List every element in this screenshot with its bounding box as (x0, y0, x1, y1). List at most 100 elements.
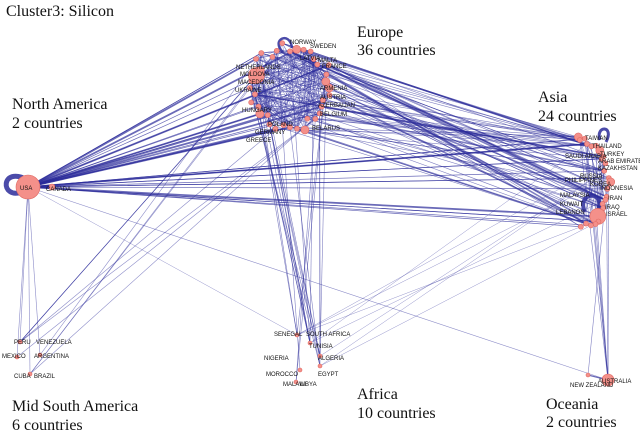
country-label: BRAZIL (34, 374, 56, 380)
country-node (300, 46, 307, 53)
network-edge (27, 186, 581, 228)
country-label: AZERBAIJAN (318, 103, 355, 109)
network-edge (27, 105, 322, 188)
country-node (14, 354, 20, 360)
network-edge (267, 74, 327, 116)
country-node (582, 135, 588, 142)
country-node (602, 197, 609, 203)
country-node (323, 71, 330, 78)
network-edge (315, 118, 596, 225)
network-edge (269, 124, 587, 224)
network-edge (319, 74, 327, 357)
self-loop (3, 173, 30, 196)
network-edge (27, 158, 602, 188)
country-label: NIGERIA (264, 356, 289, 362)
country-node (316, 110, 323, 117)
country-label: ALGERIA (318, 356, 344, 362)
network-edge (319, 221, 599, 367)
network-edge (586, 143, 609, 381)
country-label: NETHERLANDS (236, 65, 281, 71)
country-node (320, 97, 326, 104)
country-label: GERMANY (255, 130, 285, 136)
country-label: FRANCE (322, 64, 347, 70)
self-loops (3, 36, 610, 216)
network-edge (328, 64, 604, 209)
country-node (606, 177, 616, 187)
country-label: GREECE (246, 138, 271, 144)
network-edge (29, 87, 251, 375)
country-label: TUNISIA (309, 344, 333, 350)
network-edge (254, 81, 326, 95)
network-edge (27, 64, 330, 188)
network-edge (27, 186, 41, 356)
network-edge (27, 124, 270, 188)
country-label: BELARUS (312, 126, 340, 132)
country-node (601, 373, 615, 387)
network-edge (319, 113, 602, 160)
network-edge (295, 81, 327, 383)
network-edge (27, 127, 276, 188)
network-edge (27, 113, 261, 188)
country-node (300, 125, 310, 135)
country-label: IRAN (608, 196, 622, 202)
network-edge (329, 94, 605, 172)
network-edge (254, 94, 585, 139)
country-label: IRAQ (605, 205, 620, 211)
country-label: SAUDI ARABIA (565, 154, 607, 160)
network-edge (267, 115, 321, 367)
network-edge (307, 118, 604, 209)
country-label: MOLDOVA (240, 72, 270, 78)
network-edge (27, 186, 609, 381)
country-node (595, 146, 605, 155)
network-edge (289, 51, 311, 344)
network-edge (260, 70, 326, 82)
network-edge (251, 51, 311, 103)
country-node (272, 126, 279, 132)
country-label: POLAND (268, 122, 293, 128)
country-label: SENEGAL (274, 332, 303, 338)
network-edge (27, 143, 588, 188)
country-node (604, 186, 611, 192)
network-edge (319, 170, 605, 367)
network-edge (256, 75, 298, 336)
country-label: KUWAIT (560, 202, 583, 208)
country-label: USA (20, 186, 32, 192)
network-edge (329, 87, 599, 222)
country-node (578, 223, 584, 230)
country-node (307, 340, 313, 346)
network-edge (27, 186, 608, 190)
network-edge (19, 186, 29, 343)
network-edge (319, 170, 605, 357)
country-label: MOROCCO (266, 372, 298, 378)
network-edge (260, 70, 330, 96)
network-edge (329, 94, 606, 201)
country-node (264, 112, 271, 118)
country-node (27, 371, 33, 377)
country-label: UKRAINE (235, 88, 262, 94)
country-label: AUSTRIA (320, 95, 346, 101)
network-edge (261, 52, 298, 129)
region-africa-count: 10 countries (357, 405, 436, 422)
network-edge (296, 81, 327, 336)
country-node (287, 124, 293, 131)
country-node (583, 220, 589, 227)
country-node (317, 353, 323, 359)
country-node (588, 222, 594, 229)
network-edge (606, 196, 609, 381)
network-edge (289, 50, 606, 201)
country-label: ARMENIA (320, 86, 347, 92)
country-node (15, 174, 41, 200)
country-label: LIBYA (300, 382, 317, 388)
network-edge (607, 178, 610, 381)
country-label: HUNGARY (242, 108, 272, 114)
network-edge (259, 58, 314, 115)
country-label: EGYPT (318, 372, 339, 378)
network-edge (19, 70, 261, 343)
country-label: MEXICO (2, 354, 26, 360)
network-edge (27, 186, 598, 218)
country-label: MALTA (318, 58, 337, 64)
country-node (48, 183, 56, 191)
network-edge (283, 51, 291, 126)
